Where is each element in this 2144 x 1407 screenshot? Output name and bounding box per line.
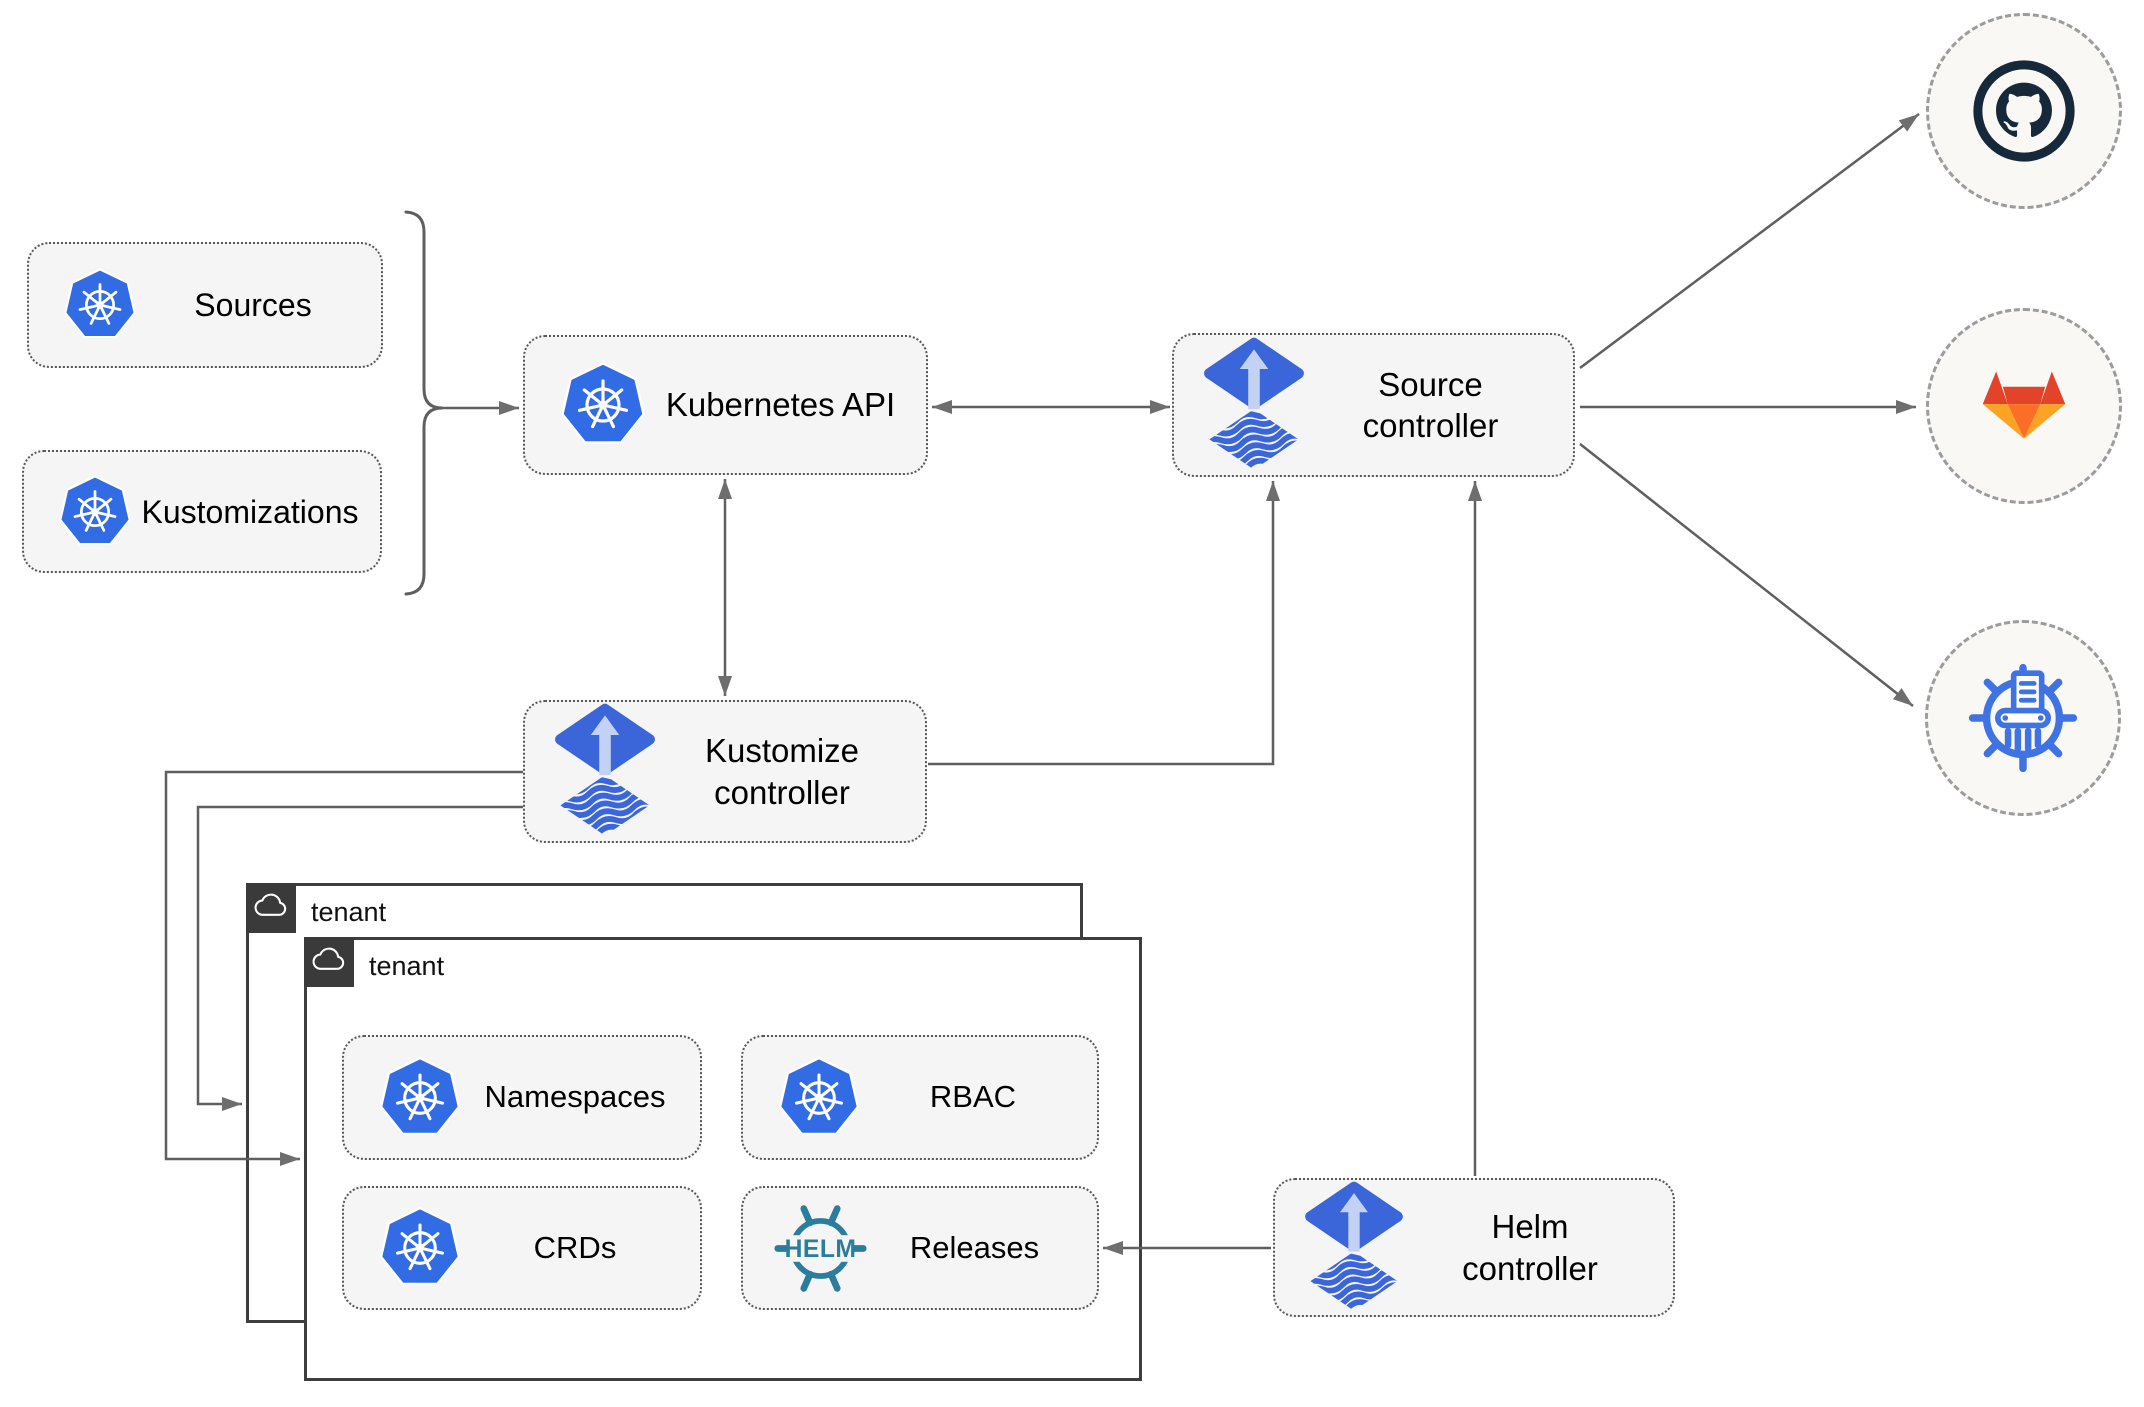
kubernetes-icon: [54, 471, 136, 553]
helm-logo-text: HELM: [785, 1236, 857, 1263]
node-label: RBAC: [929, 1079, 1017, 1115]
node-source-controller: Source controller: [1172, 333, 1575, 477]
kubernetes-icon: [555, 357, 651, 453]
node-label: Sources: [194, 287, 312, 323]
helm-icon: HELM: [773, 1201, 868, 1296]
kubernetes-icon: [59, 264, 141, 346]
tenant-label: tenant: [369, 951, 445, 981]
node-rbac: RBAC: [741, 1035, 1099, 1160]
github-icon: [1973, 60, 2075, 162]
node-sources: Sources: [27, 242, 383, 368]
kubernetes-icon: [773, 1052, 865, 1144]
node-crds: CRDs: [342, 1186, 702, 1310]
node-kubernetes-api: Kubernetes API: [523, 335, 928, 475]
cloud-icon: [309, 942, 349, 982]
flux-icon: [555, 702, 655, 841]
node-label: Releases: [909, 1229, 1040, 1265]
node-label: Kustomize controller: [704, 732, 860, 811]
external-github: [1926, 13, 2122, 209]
node-kustomize-controller: Kustomize controller: [523, 700, 927, 843]
node-namespaces: Namespaces: [342, 1035, 702, 1160]
node-label: Kubernetes API: [665, 386, 896, 424]
cloud-icon: [251, 888, 291, 928]
bracket-sources-group: [404, 210, 444, 596]
tenant-label: tenant: [311, 897, 387, 927]
node-releases: HELM Releases: [741, 1186, 1099, 1310]
tenant-badge: [304, 937, 354, 987]
external-gitlab: [1926, 308, 2122, 504]
node-kustomizations: Kustomizations: [22, 450, 382, 573]
flux-icon: [1305, 1180, 1403, 1316]
gitlab-icon: [1982, 371, 2066, 439]
node-label: CRDs: [533, 1229, 617, 1265]
external-oci-registry: [1925, 620, 2121, 816]
kustomize-wheel-icon: [1968, 663, 2078, 773]
kubernetes-icon: [374, 1202, 466, 1294]
node-label: Namespaces: [484, 1079, 666, 1115]
edge-source-to-github: [1579, 112, 1920, 370]
node-label: Source controller: [1362, 365, 1499, 444]
flux-icon: [1204, 336, 1304, 475]
tenant-badge: [246, 883, 296, 933]
kubernetes-icon: [374, 1052, 466, 1144]
edge-source-to-oci: [1579, 443, 1914, 707]
edge-kustomize-to-source: [928, 481, 1280, 766]
node-label: Kustomizations: [141, 493, 359, 530]
node-helm-controller: Helm controller: [1273, 1178, 1675, 1317]
node-label: Helm controller: [1462, 1208, 1598, 1287]
